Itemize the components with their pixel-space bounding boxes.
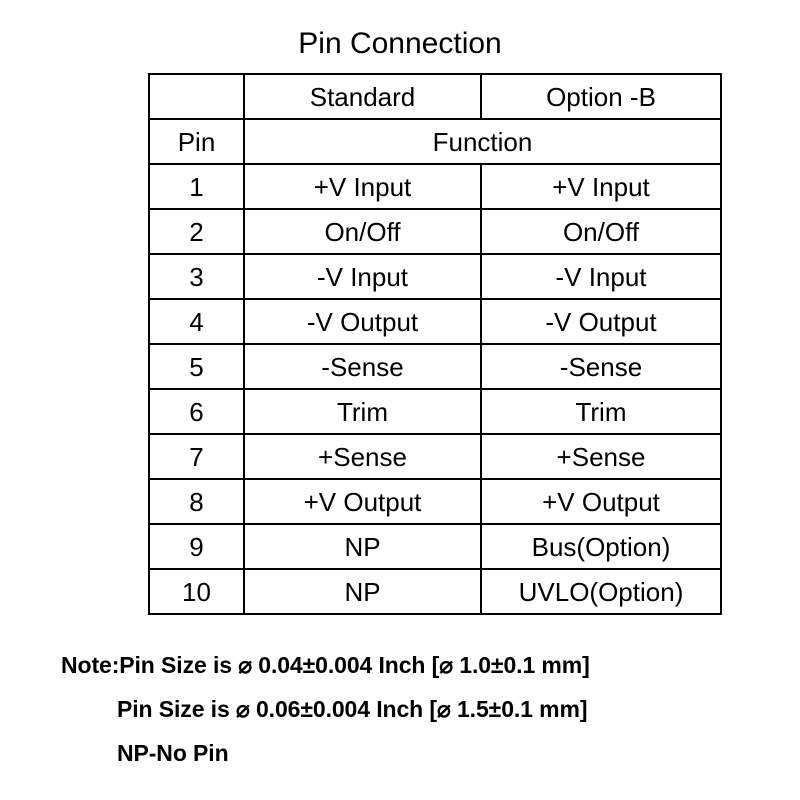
page-title: Pin Connection — [298, 27, 502, 60]
table-body: Standard Option -B Pin Function 1 +V Inp… — [148, 73, 722, 615]
cell-standard: -V Input — [243, 253, 482, 300]
cell-option-b: UVLO(Option) — [480, 568, 722, 615]
cell-pin: 6 — [148, 388, 245, 435]
table-row: 7 +Sense +Sense — [148, 433, 722, 480]
cell-option-b: Trim — [480, 388, 722, 435]
cell-standard: +Sense — [243, 433, 482, 480]
cell-option-b: -V Input — [480, 253, 722, 300]
table-row: 1 +V Input +V Input — [148, 163, 722, 210]
header-cell-standard: Standard — [243, 73, 482, 120]
cell-standard: NP — [243, 523, 482, 570]
note-pin-size-small: Note:Pin Size is ⌀ 0.04±0.004 Inch [⌀ 1.… — [61, 652, 590, 678]
pin-connection-table: Standard Option -B Pin Function 1 +V Inp… — [148, 73, 722, 615]
cell-standard: +V Output — [243, 478, 482, 525]
header-cell-function: Function — [243, 118, 722, 165]
cell-standard: On/Off — [243, 208, 482, 255]
cell-standard: -Sense — [243, 343, 482, 390]
table-row: 5 -Sense -Sense — [148, 343, 722, 390]
cell-pin: 1 — [148, 163, 245, 210]
table-header-row-second: Pin Function — [148, 118, 722, 165]
table-row: 2 On/Off On/Off — [148, 208, 722, 255]
cell-pin: 7 — [148, 433, 245, 480]
table-row: 3 -V Input -V Input — [148, 253, 722, 300]
note-np-definition: NP-No Pin — [117, 740, 229, 766]
note-pin-size-large: Pin Size is ⌀ 0.06±0.004 Inch [⌀ 1.5±0.1… — [117, 696, 588, 722]
cell-standard: -V Output — [243, 298, 482, 345]
cell-pin: 3 — [148, 253, 245, 300]
cell-pin: 2 — [148, 208, 245, 255]
cell-option-b: +Sense — [480, 433, 722, 480]
cell-pin: 9 — [148, 523, 245, 570]
cell-pin: 10 — [148, 568, 245, 615]
cell-option-b: +V Input — [480, 163, 722, 210]
header-cell-blank — [148, 73, 245, 120]
cell-option-b: +V Output — [480, 478, 722, 525]
cell-standard: +V Input — [243, 163, 482, 210]
cell-pin: 5 — [148, 343, 245, 390]
cell-standard: Trim — [243, 388, 482, 435]
cell-option-b: -Sense — [480, 343, 722, 390]
header-cell-pin: Pin — [148, 118, 245, 165]
table-row: 6 Trim Trim — [148, 388, 722, 435]
cell-option-b: On/Off — [480, 208, 722, 255]
cell-option-b: -V Output — [480, 298, 722, 345]
table-header-row-top: Standard Option -B — [148, 73, 722, 120]
table-row: 4 -V Output -V Output — [148, 298, 722, 345]
table-row: 8 +V Output +V Output — [148, 478, 722, 525]
table-row: 9 NP Bus(Option) — [148, 523, 722, 570]
header-cell-option-b: Option -B — [480, 73, 722, 120]
cell-pin: 8 — [148, 478, 245, 525]
table-row: 10 NP UVLO(Option) — [148, 568, 722, 615]
cell-standard: NP — [243, 568, 482, 615]
cell-pin: 4 — [148, 298, 245, 345]
cell-option-b: Bus(Option) — [480, 523, 722, 570]
